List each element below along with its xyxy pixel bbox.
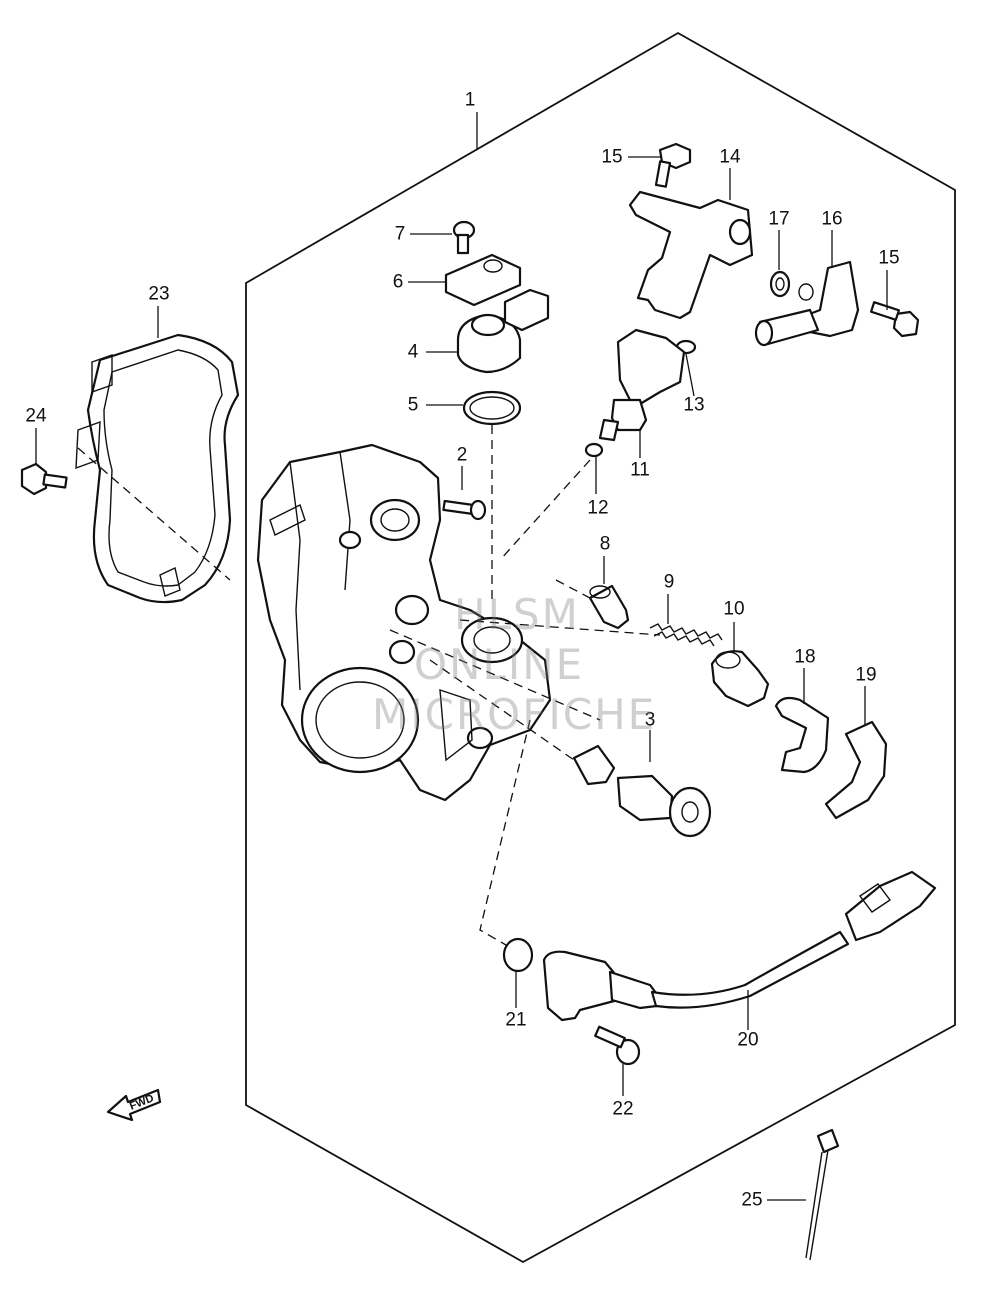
callout-22: 22 — [612, 1098, 634, 1120]
callout-2: 2 — [456, 444, 468, 466]
part-4-sensor — [456, 288, 550, 374]
part-9-spring — [649, 623, 723, 647]
callout-21: 21 — [505, 1009, 527, 1031]
part-21-o-ring — [502, 937, 534, 973]
callout-5: 5 — [407, 394, 419, 416]
fwd-arrow-icon — [106, 1088, 162, 1122]
callout-13: 13 — [683, 394, 705, 416]
part-17-washer — [769, 270, 791, 298]
part-24-bolt — [20, 462, 68, 496]
callout-6: 6 — [392, 271, 404, 293]
alignment-lines — [77, 425, 661, 946]
assembly-frame — [245, 31, 956, 1264]
part-22-bolt — [594, 1025, 641, 1066]
throttle-body — [256, 443, 552, 802]
part-19-elbow — [824, 720, 888, 820]
part-11-injector — [598, 328, 686, 442]
callout-7: 7 — [394, 223, 406, 245]
part-23-gasket — [75, 333, 240, 604]
part-2-screw — [442, 499, 487, 521]
part-6-bracket — [444, 253, 522, 307]
callout-16: 16 — [821, 208, 843, 230]
callout-1: 1 — [464, 89, 476, 111]
callout-3: 3 — [644, 709, 656, 731]
callout-4: 4 — [407, 341, 419, 363]
part-20-sensor — [542, 870, 937, 1022]
callout-15-right: 15 — [878, 247, 900, 269]
callout-20: 20 — [737, 1029, 759, 1051]
callout-10: 10 — [723, 598, 745, 620]
part-7-screw — [452, 220, 476, 255]
part-14-bracket — [628, 190, 754, 320]
leader-lines — [35, 112, 888, 1201]
part-8-plug — [588, 584, 630, 630]
watermark-line-1: HLSM — [454, 590, 580, 639]
callout-19: 19 — [855, 664, 877, 686]
callout-23: 23 — [148, 283, 170, 305]
watermark-line-3: MICROFICHE — [372, 690, 657, 739]
callout-15-top: 15 — [601, 146, 623, 168]
part-15-bolt-right — [869, 301, 920, 338]
callout-17: 17 — [768, 208, 790, 230]
callout-18: 18 — [794, 646, 816, 668]
watermark-line-2: ONLINE — [414, 640, 585, 689]
part-25-cable-tie — [805, 1128, 840, 1261]
callout-14: 14 — [719, 146, 741, 168]
callout-9: 9 — [663, 571, 675, 593]
part-16-fitting — [754, 260, 860, 347]
part-12-o-ring — [584, 442, 604, 458]
callout-11: 11 — [630, 459, 650, 481]
callout-12: 12 — [587, 497, 609, 519]
callout-8: 8 — [599, 533, 611, 555]
part-15-bolt-top — [654, 142, 692, 188]
part-10-valve — [710, 650, 770, 708]
part-3-screw — [572, 744, 712, 838]
callout-25: 25 — [741, 1189, 763, 1211]
part-18-hose — [774, 696, 830, 774]
callout-24: 24 — [25, 405, 47, 427]
